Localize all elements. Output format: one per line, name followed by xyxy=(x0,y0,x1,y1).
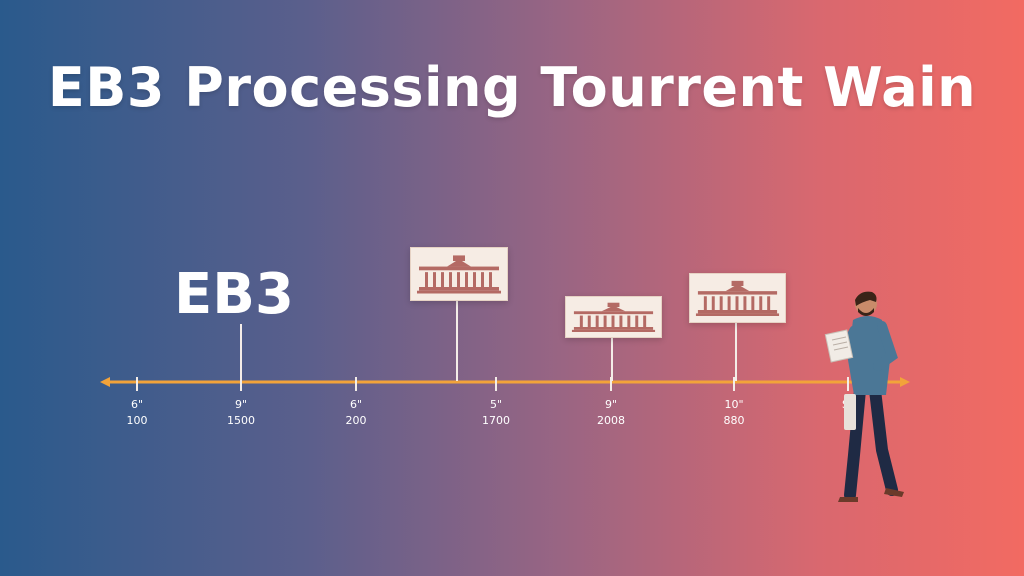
axis-arrow-left xyxy=(100,377,110,387)
courthouse-icon xyxy=(417,255,501,294)
tick-label-bottom: 200 xyxy=(345,414,367,427)
person-reading-document xyxy=(824,291,904,502)
tick-label-top: 9" xyxy=(234,398,248,411)
tick-label-bottom: 2008 xyxy=(597,414,625,427)
courthouse-icon xyxy=(571,302,656,332)
courthouse-icon xyxy=(695,280,780,316)
tick-label-top: 10" xyxy=(724,398,744,411)
tick-label-bottom: 880 xyxy=(723,414,745,427)
building-card-stem xyxy=(456,299,458,381)
building-card-stem xyxy=(611,336,613,381)
courthouse-2-card xyxy=(565,296,662,338)
tick-label-bottom: 1500 xyxy=(227,414,255,427)
tick-label-top: 9" xyxy=(604,398,618,411)
tick-label-bottom: 1700 xyxy=(482,414,510,427)
eb3-marker-label: EB3 xyxy=(174,262,294,327)
tick-label-top: 6" xyxy=(130,398,144,411)
tick-label-bottom: 100 xyxy=(126,414,148,427)
tick-label-top: 5" xyxy=(489,398,503,411)
building-card-stem xyxy=(735,321,737,381)
courthouse-1-card xyxy=(410,247,508,301)
tick-label-top: 6" xyxy=(349,398,363,411)
page-title: EB3 Processing Tourrent Wain xyxy=(47,56,977,119)
courthouse-3-card xyxy=(689,273,786,323)
axis-arrow-right xyxy=(900,377,910,387)
